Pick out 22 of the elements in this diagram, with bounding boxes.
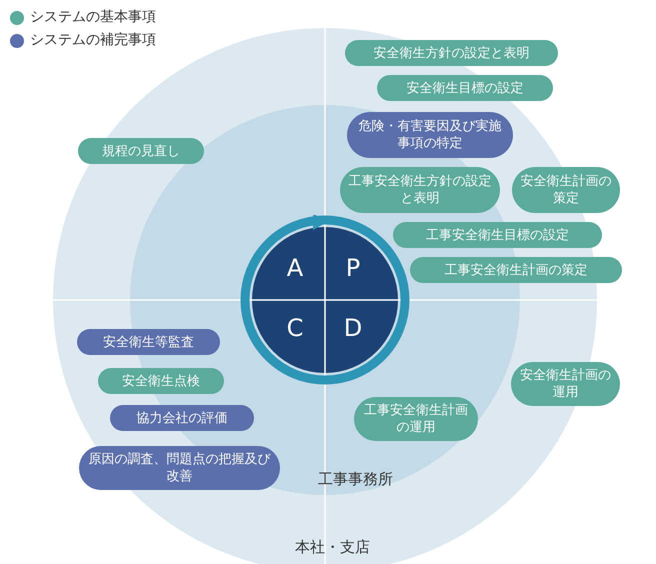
quadrant-letter: C — [280, 313, 310, 343]
process-item: 工事安全衛生目標の設定 — [393, 222, 602, 248]
process-item: 工事安全衛生方針の設定と表明 — [340, 167, 500, 213]
quadrant-letter: A — [280, 253, 310, 283]
process-item: 規程の見直し — [78, 138, 204, 164]
process-item: 工事安全衛生計画の運用 — [354, 397, 478, 441]
quadrant-letter: P — [338, 253, 368, 283]
process-item: 危険・有害要因及び実施事項の特定 — [347, 112, 513, 158]
process-item: 協力会社の評価 — [110, 405, 254, 431]
legend-label: システムの補完事項 — [30, 31, 156, 49]
quadrant-letter: D — [338, 313, 368, 343]
process-item: 安全衛生計画の運用 — [511, 362, 620, 406]
process-item: 安全衛生点検 — [98, 368, 224, 394]
process-item: 安全衛生等監査 — [77, 329, 220, 355]
process-item: 工事安全衛生計画の策定 — [410, 257, 622, 283]
area-label: 本社・支店 — [295, 538, 370, 557]
area-label: 工事事務所 — [318, 470, 393, 489]
process-item: 安全衛生目標の設定 — [377, 75, 553, 101]
process-item: 安全衛生方針の設定と表明 — [345, 40, 558, 66]
legend-label: システムの基本事項 — [30, 8, 156, 26]
process-item: 原因の調査、問題点の把握及び改善 — [79, 446, 280, 490]
process-item: 安全衛生計画の策定 — [512, 167, 620, 213]
